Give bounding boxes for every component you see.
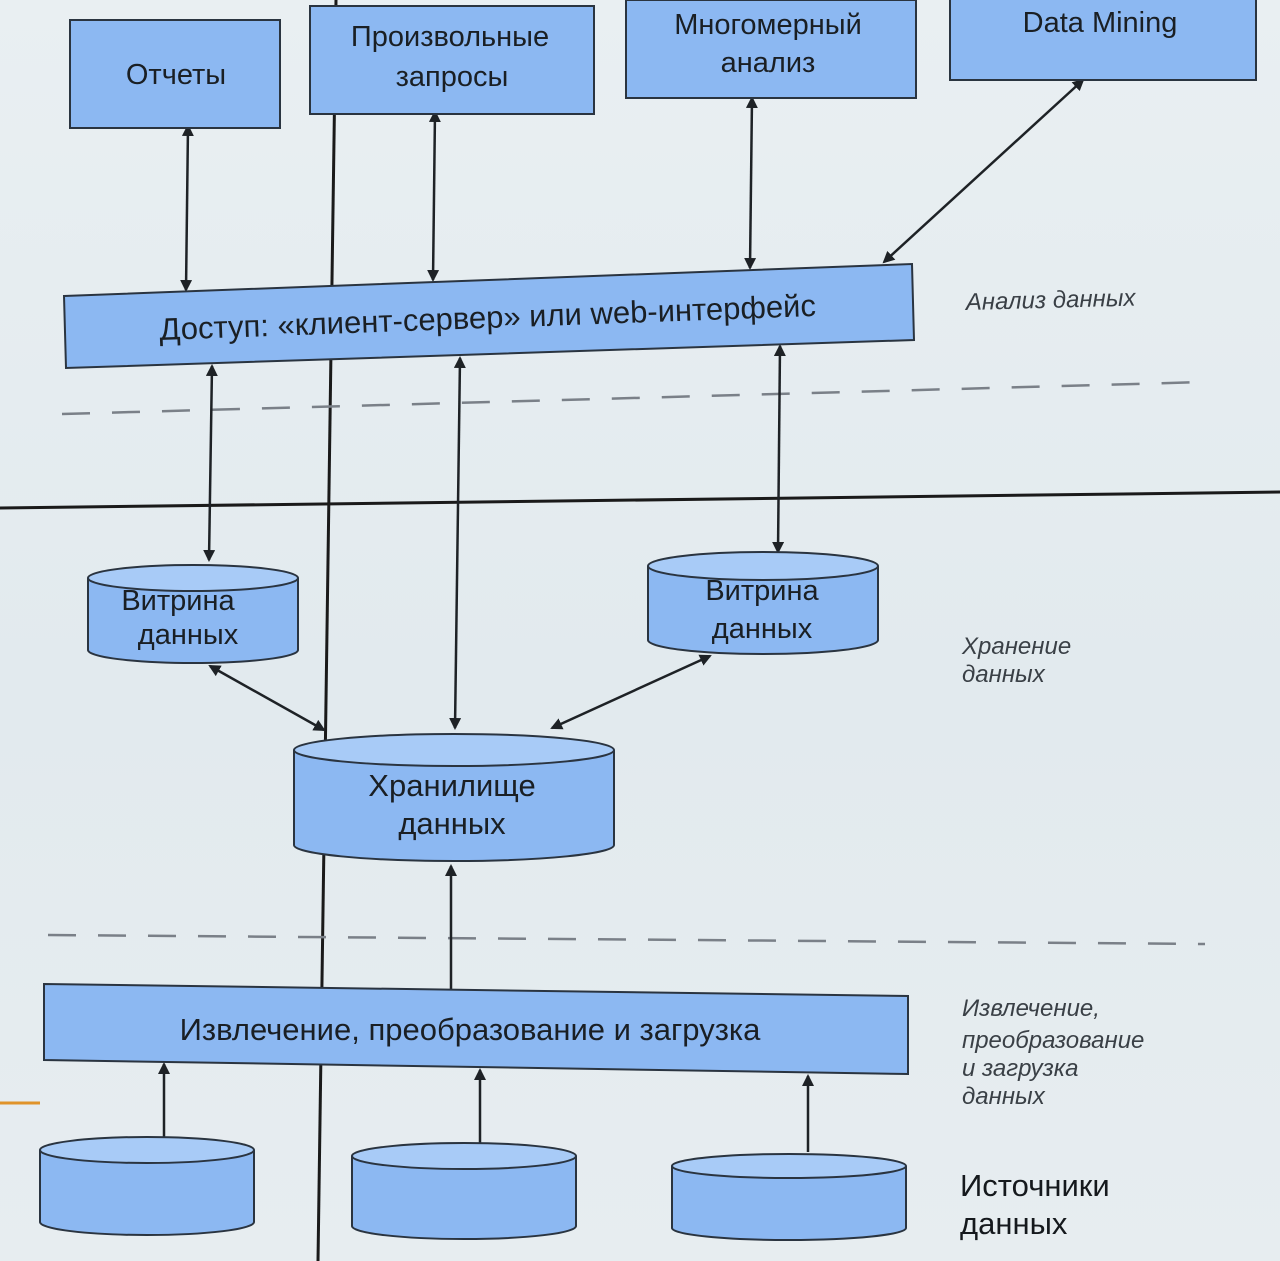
arrow-mart-left-warehouse <box>208 664 326 732</box>
layer-label-storage-line2: данных <box>962 661 1046 688</box>
arrow-mining-access <box>882 78 1085 264</box>
box-reports: Отчеты <box>69 19 281 129</box>
box-etl: Извлечение, преобразование и загрузка <box>43 982 909 1076</box>
warehouse-label-line1: Хранилище <box>368 768 535 803</box>
arrow-access-mart-left <box>203 364 218 562</box>
layer-label-etl-line3: и загрузка <box>962 1055 1078 1082</box>
cylinder-mart-left: Витрина данных <box>87 564 299 664</box>
layer-label-storage-line1: Хранение <box>961 633 1071 660</box>
cylinder-mart-right: Витрина данных <box>647 551 879 655</box>
layer-label-etl-line2: преобразование <box>962 1027 1144 1054</box>
box-olap-label-line2: анализ <box>721 47 816 79</box>
arrow-mart-right-warehouse <box>550 654 712 730</box>
cylinder-source-3 <box>671 1153 907 1241</box>
sources-label-line2: данных <box>960 1206 1068 1241</box>
box-data-mining-label: Data Mining <box>1023 7 1178 39</box>
sources-label-line1: Источники <box>960 1168 1110 1203</box>
layer-label-etl-line1: Извлечение, <box>962 995 1100 1022</box>
cylinder-source-1 <box>39 1136 255 1236</box>
box-data-mining: Data Mining <box>949 0 1257 81</box>
box-reports-label: Отчеты <box>126 59 226 91</box>
mart-right-label-line1: Витрина <box>705 575 819 607</box>
box-queries-label-line2: запросы <box>396 61 509 93</box>
arrow-access-warehouse <box>449 356 466 730</box>
screen-seam-vertical <box>316 0 338 1261</box>
cylinder-source-2 <box>351 1142 577 1240</box>
arrow-reports-access <box>180 124 194 292</box>
dashed-separator-top <box>61 380 1206 416</box>
mart-right-label-line2: данных <box>712 613 813 645</box>
arrow-olap-access <box>744 96 758 270</box>
box-access: Доступ: «клиент-сервер» или web-интерфей… <box>62 262 916 370</box>
box-queries: Произвольные запросы <box>309 5 595 115</box>
layer-label-etl-line4: данных <box>962 1083 1046 1110</box>
box-olap-label-line1: Многомерный <box>674 9 862 41</box>
arrow-queries-access <box>427 110 441 282</box>
box-queries-label-line1: Произвольные <box>351 21 549 53</box>
dashed-separator-bottom <box>47 933 1206 946</box>
warehouse-label-line2: данных <box>398 806 506 841</box>
box-olap: Многомерный анализ <box>625 0 917 99</box>
mart-left-label-line2: данных <box>138 619 239 651</box>
cylinder-warehouse: Хранилище данных <box>293 733 615 862</box>
mart-left-label-line1: Витрина <box>121 585 235 617</box>
layer-label-analysis: Анализ данных <box>963 285 1136 317</box>
arrow-access-mart-right <box>772 344 786 554</box>
box-etl-label: Извлечение, преобразование и загрузка <box>180 1012 762 1047</box>
screen-seam-horizontal <box>0 490 1280 510</box>
arrows <box>158 78 1085 1152</box>
